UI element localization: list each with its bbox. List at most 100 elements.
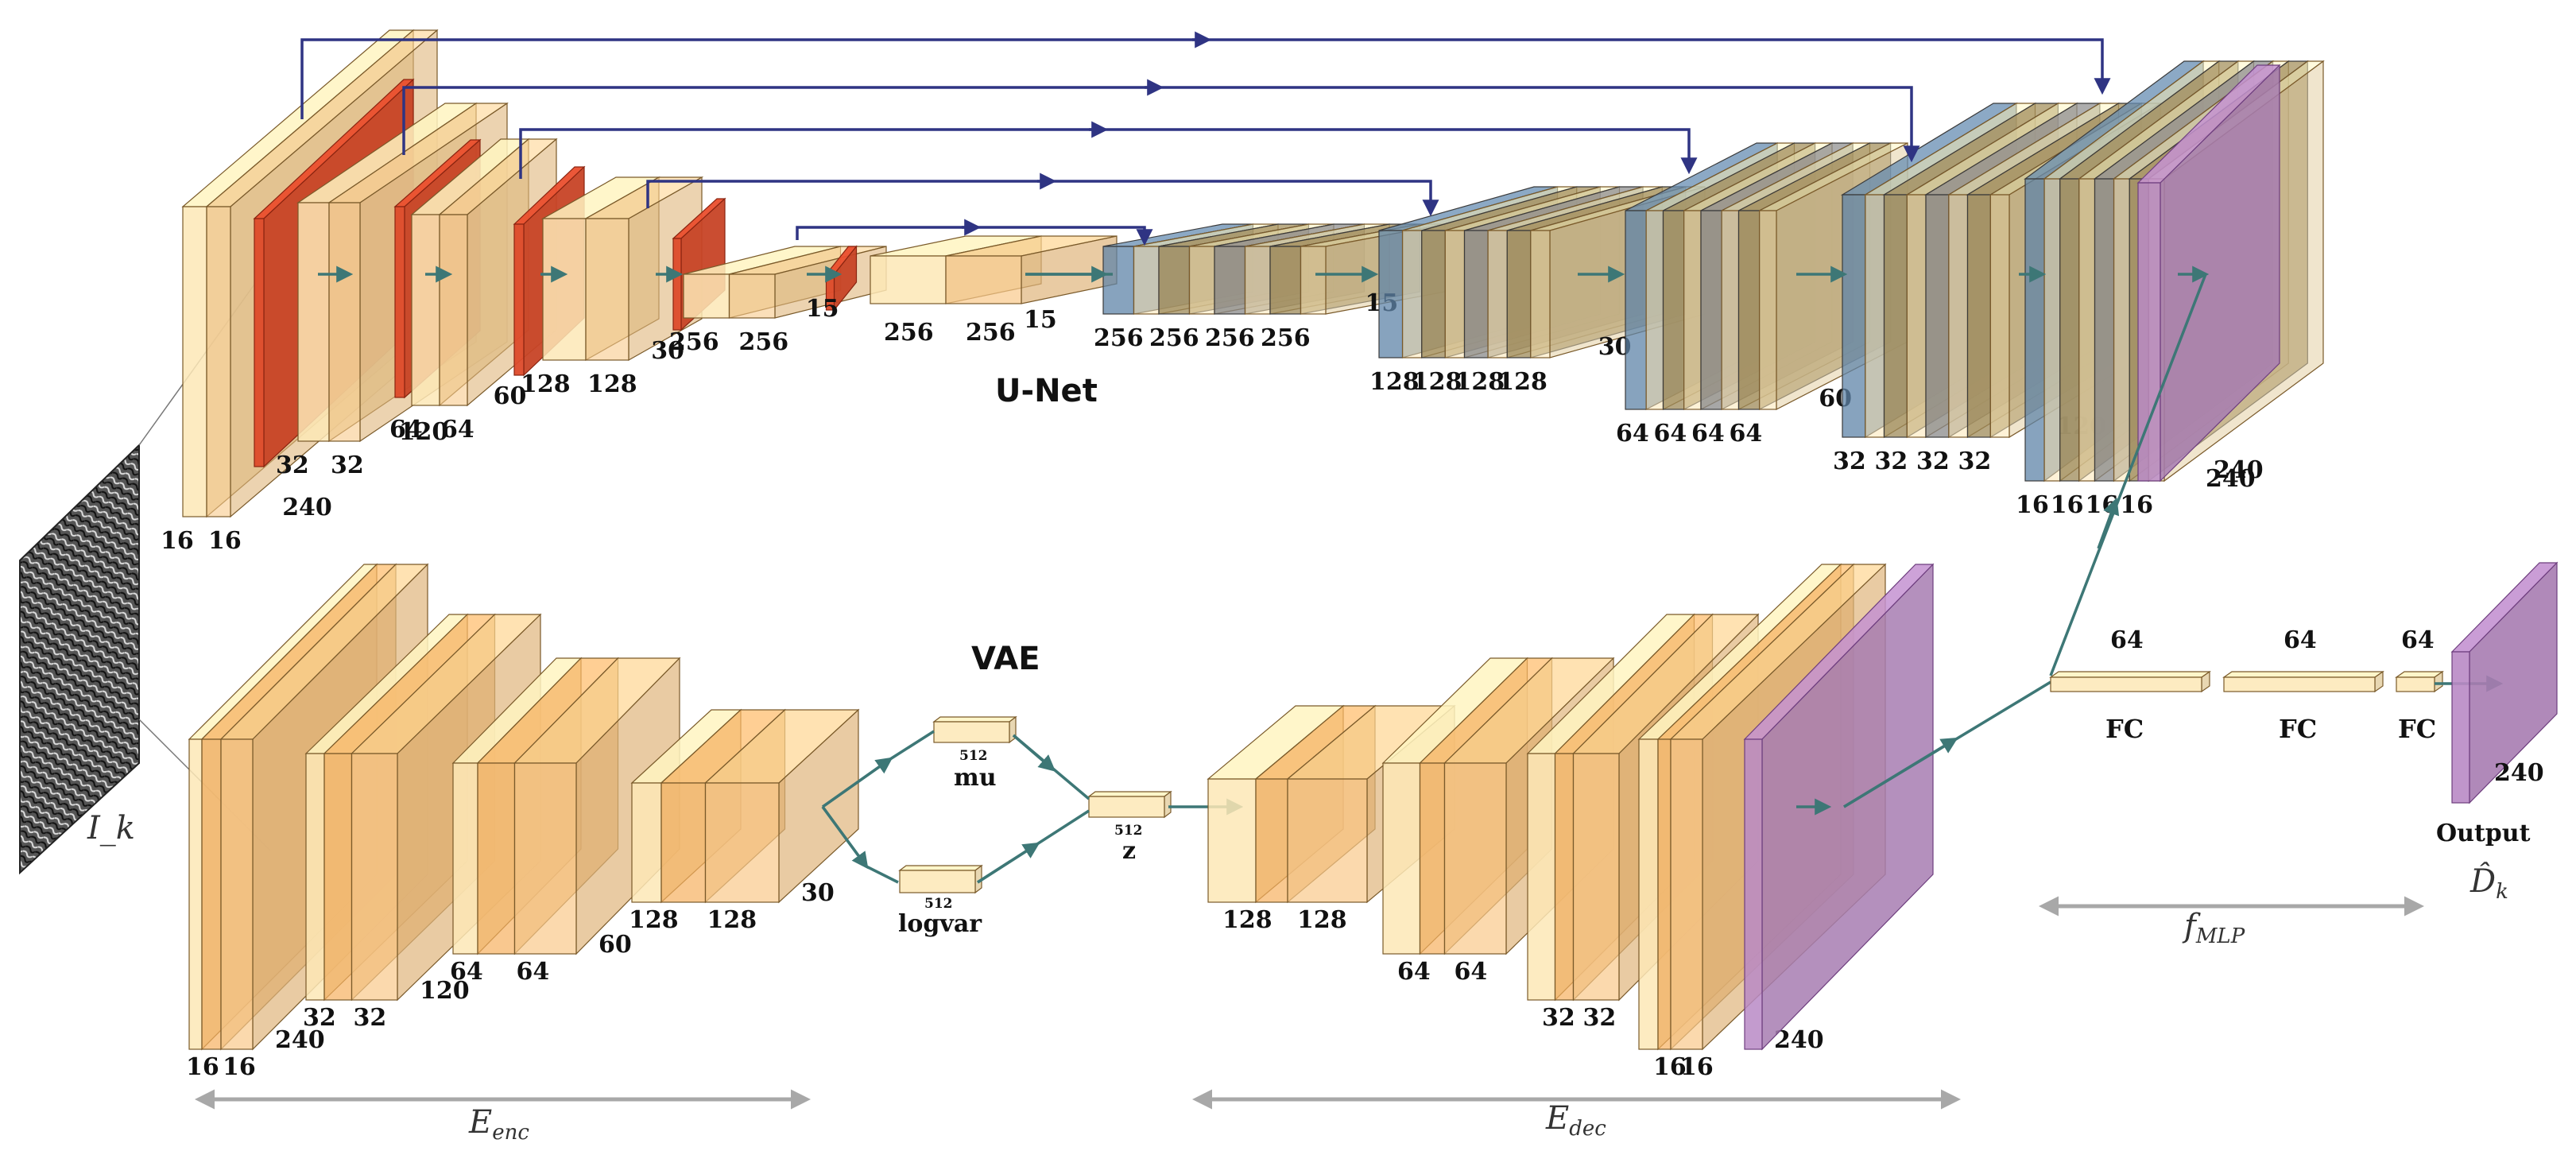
channel-label: 256 [1094, 324, 1144, 352]
channel-label: 128 [1497, 368, 1548, 396]
fc-slab [2395, 670, 2444, 693]
channel-label: 32 [354, 1004, 387, 1032]
channel-label: 128 [629, 906, 679, 934]
channel-label: 128 [1222, 906, 1273, 934]
input-label: I_k [87, 810, 135, 847]
channel-label: 32 [331, 451, 364, 479]
channel-label: 64 [1616, 420, 1649, 448]
channel-label: 256 [1205, 324, 1255, 352]
channel-label: 16 [186, 1053, 219, 1081]
vae-output-slab [1743, 563, 1935, 1051]
channel-label: 64 [517, 958, 550, 986]
latent-slab [898, 864, 983, 894]
unet-to-mlp-line [2049, 273, 2207, 676]
channel-label: 32 [1958, 448, 1992, 475]
output-size: 240 [2494, 759, 2544, 787]
channel-label: 256 [1149, 324, 1199, 352]
fc-slab [2222, 670, 2384, 693]
channel-label: 128 [521, 370, 571, 398]
z-label: z [1122, 837, 1136, 865]
to-logvar-arrow [821, 805, 869, 870]
channel-label: 64 [450, 958, 483, 986]
size-label: 240 [282, 494, 332, 521]
latent-slab [932, 715, 1017, 744]
fc-units: 64 [2401, 626, 2435, 654]
channel-label: 32 [1875, 448, 1908, 475]
size-label: 240 [2214, 456, 2264, 484]
channel-label: 64 [1691, 420, 1725, 448]
fc-name: FC [2105, 714, 2144, 744]
unet-title: U-Net [995, 373, 1098, 409]
size-label: 120 [399, 418, 449, 446]
channel-label: 16 [1680, 1053, 1714, 1081]
channel-label: 16 [1653, 1053, 1687, 1081]
skip-connection-2 [402, 86, 1920, 163]
channel-label: 32 [1916, 448, 1950, 475]
mu-dim: 512 [959, 748, 988, 764]
mlp-brace-label: fMLP [2182, 908, 2245, 948]
channel-label: 32 [1583, 1004, 1617, 1032]
size-label: 240 [275, 1026, 325, 1054]
channel-label: 256 [1261, 324, 1311, 352]
fc-name: FC [2279, 714, 2317, 744]
size-label: 15 [806, 295, 839, 323]
channel-label: 16 [2120, 491, 2153, 519]
output-symbol: D̂k [2469, 863, 2508, 904]
channel-label: 32 [1833, 448, 1866, 475]
fc-units: 64 [2284, 626, 2317, 654]
channel-label: 16 [223, 1053, 256, 1081]
vae-to-mlp-arrow [1843, 737, 1958, 808]
channel-label: 128 [707, 906, 757, 934]
size-label: 60 [598, 931, 632, 959]
to-mu-line [821, 730, 935, 808]
size-label: 60 [494, 382, 527, 410]
size-label: 30 [651, 337, 684, 365]
channel-label: 256 [669, 328, 719, 356]
unet-to-mlp-arrow [2097, 498, 2120, 549]
size-label: 30 [801, 879, 835, 907]
channel-label: 16 [208, 527, 242, 555]
channel-label: 16 [2016, 491, 2049, 519]
mu-to-z-arrow [1012, 734, 1056, 772]
channel-label: 64 [1730, 420, 1763, 448]
channel-label: 64 [389, 416, 423, 444]
channel-label: 64 [1397, 958, 1431, 986]
channel-label: 128 [1412, 368, 1462, 396]
size-label: 15 [1024, 306, 1057, 334]
dim-label: 256 [966, 319, 1016, 347]
output-slab [2450, 561, 2559, 804]
mu-label: mu [954, 764, 997, 792]
channel-label: 256 [739, 328, 789, 356]
logvar-to-z-arrow [977, 842, 1040, 884]
channel-label: 128 [1297, 906, 1347, 934]
size-label: 240 [1774, 1026, 1824, 1054]
vae-encoder-block-3: 64 64 60 [450, 657, 681, 986]
size-label: 120 [420, 977, 470, 1005]
channel-label: 32 [303, 1004, 336, 1032]
latent-slab [1087, 790, 1172, 819]
vae-title: VAE [971, 641, 1040, 677]
channel-label: 16 [161, 527, 194, 555]
conv-slab [703, 708, 860, 904]
channel-label: 16 [2051, 491, 2084, 519]
logvar-label: logvar [898, 910, 982, 938]
output-title: Output [2436, 820, 2531, 847]
unet-output-slab [2136, 64, 2281, 482]
unet-output-size: 240 [2206, 465, 2256, 493]
skip-connection-3 [519, 128, 1698, 179]
fc-slab [2049, 670, 2211, 693]
skip-connection-1 [300, 38, 2111, 119]
conv-slab [513, 657, 681, 955]
channel-label: 32 [276, 451, 309, 479]
output-block [2450, 561, 2559, 804]
